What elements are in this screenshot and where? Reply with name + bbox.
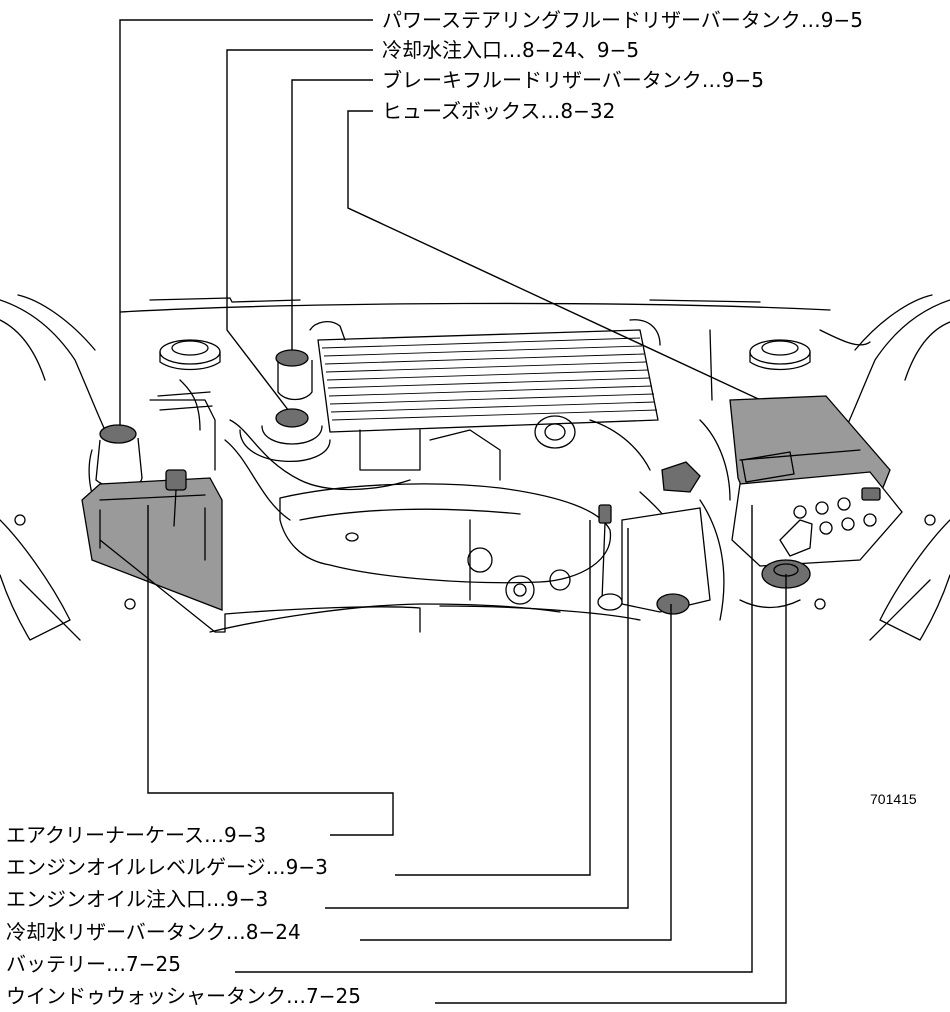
label-fuse-box: ヒューズボックス…8−32 bbox=[382, 99, 615, 123]
leader-line-coolant-reservoir bbox=[360, 604, 672, 941]
label-windshield-washer-tank: ウインドゥウォッシャータンク…7−25 bbox=[6, 984, 361, 1008]
label-brake-fluid-reservoir: ブレーキフルードリザーバータンク…9−5 bbox=[382, 68, 764, 92]
label-engine-oil-level-gauge: エンジンオイルレベルゲージ…9−3 bbox=[6, 855, 328, 879]
label-coolant-reservoir-tank: 冷却水リザーバータンク…8−24 bbox=[6, 920, 301, 944]
leader-line-fuse-box bbox=[347, 110, 783, 411]
label-battery: バッテリー…7−25 bbox=[6, 952, 181, 976]
leader-line-washer-tank bbox=[435, 574, 787, 1004]
figure-code: 701415 bbox=[870, 791, 917, 807]
leader-line-brake-fluid bbox=[291, 79, 373, 352]
leader-line-air-cleaner bbox=[147, 505, 394, 836]
label-coolant-filler-inlet: 冷却水注入口…8−24、9−5 bbox=[382, 38, 639, 62]
leader-line-coolant-filler bbox=[226, 49, 373, 416]
label-air-cleaner-case: エアクリーナーケース…9−3 bbox=[6, 823, 266, 847]
label-power-steering-fluid-reservoir: パワーステアリングフルードリザーバータンク…9−5 bbox=[382, 8, 863, 32]
leader-line-battery bbox=[235, 505, 753, 973]
leader-line-oil-level-gauge bbox=[395, 520, 591, 876]
leader-line-oil-filler bbox=[325, 528, 629, 909]
engine-bay-illustration bbox=[0, 294, 950, 641]
leader-line-power-steering bbox=[119, 19, 373, 428]
label-engine-oil-filler-inlet: エンジンオイル注入口…9−3 bbox=[6, 887, 268, 911]
